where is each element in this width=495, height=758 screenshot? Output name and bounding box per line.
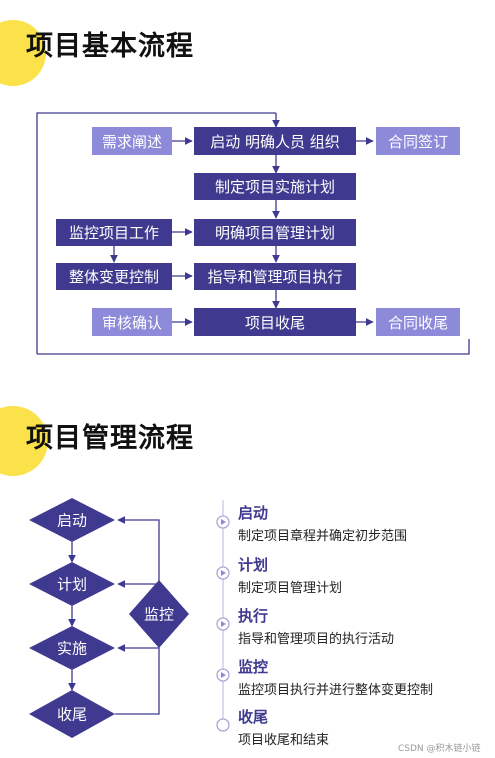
box-change-control: 整体变更控制	[56, 263, 172, 290]
diamond-label-close: 收尾	[56, 705, 88, 724]
diamond-start	[29, 498, 115, 542]
box-contract-close: 合同收尾	[376, 308, 460, 336]
box-audit-confirm: 审核确认	[92, 308, 172, 336]
diamond-plan	[29, 562, 115, 606]
diamond-label-implement: 实施	[56, 639, 88, 658]
box-start-staff-org: 启动 明确人员 组织	[194, 127, 356, 155]
box-direct-execution: 指导和管理项目执行	[194, 263, 356, 290]
step-title-start: 启动	[238, 504, 269, 522]
box-management-plan: 明确项目管理计划	[194, 219, 356, 246]
diamond-label-monitor: 监控	[143, 605, 175, 624]
step-title-monitor: 监控	[238, 658, 269, 676]
diamond-label-start: 启动	[56, 511, 88, 530]
diamond-close	[29, 690, 115, 738]
step-desc-start: 制定项目章程并确定初步范围	[238, 529, 408, 544]
step-desc-monitor: 监控项目执行并进行整体变更控制	[238, 683, 434, 698]
step-desc-plan: 制定项目管理计划	[238, 581, 343, 596]
step-title-execute: 执行	[238, 607, 269, 625]
diamond-label-plan: 计划	[56, 575, 88, 594]
step-desc-execute: 指导和管理项目的执行活动	[238, 632, 395, 647]
box-implementation-plan: 制定项目实施计划	[194, 173, 356, 200]
outer-loop-line-top	[36, 112, 276, 354]
timeline-markers	[216, 515, 230, 732]
section1-title: 项目基本流程	[26, 31, 194, 62]
box-monitor-work: 监控项目工作	[56, 219, 172, 246]
timeline-end-circle-icon	[216, 718, 230, 732]
box-contract-sign: 合同签订	[376, 127, 460, 155]
step-title-close: 收尾	[238, 708, 269, 726]
section2-title: 项目管理流程	[26, 423, 194, 454]
outer-loop-line-bottom	[37, 339, 470, 355]
step-title-plan: 计划	[238, 556, 269, 574]
step-desc-close: 项目收尾和结束	[238, 733, 330, 748]
watermark: CSDN @积木链小链	[398, 744, 481, 754]
diamond-monitor	[129, 580, 189, 648]
diamond-implement	[29, 626, 115, 670]
box-project-close: 项目收尾	[194, 308, 356, 336]
box-requirement: 需求阐述	[92, 127, 172, 155]
